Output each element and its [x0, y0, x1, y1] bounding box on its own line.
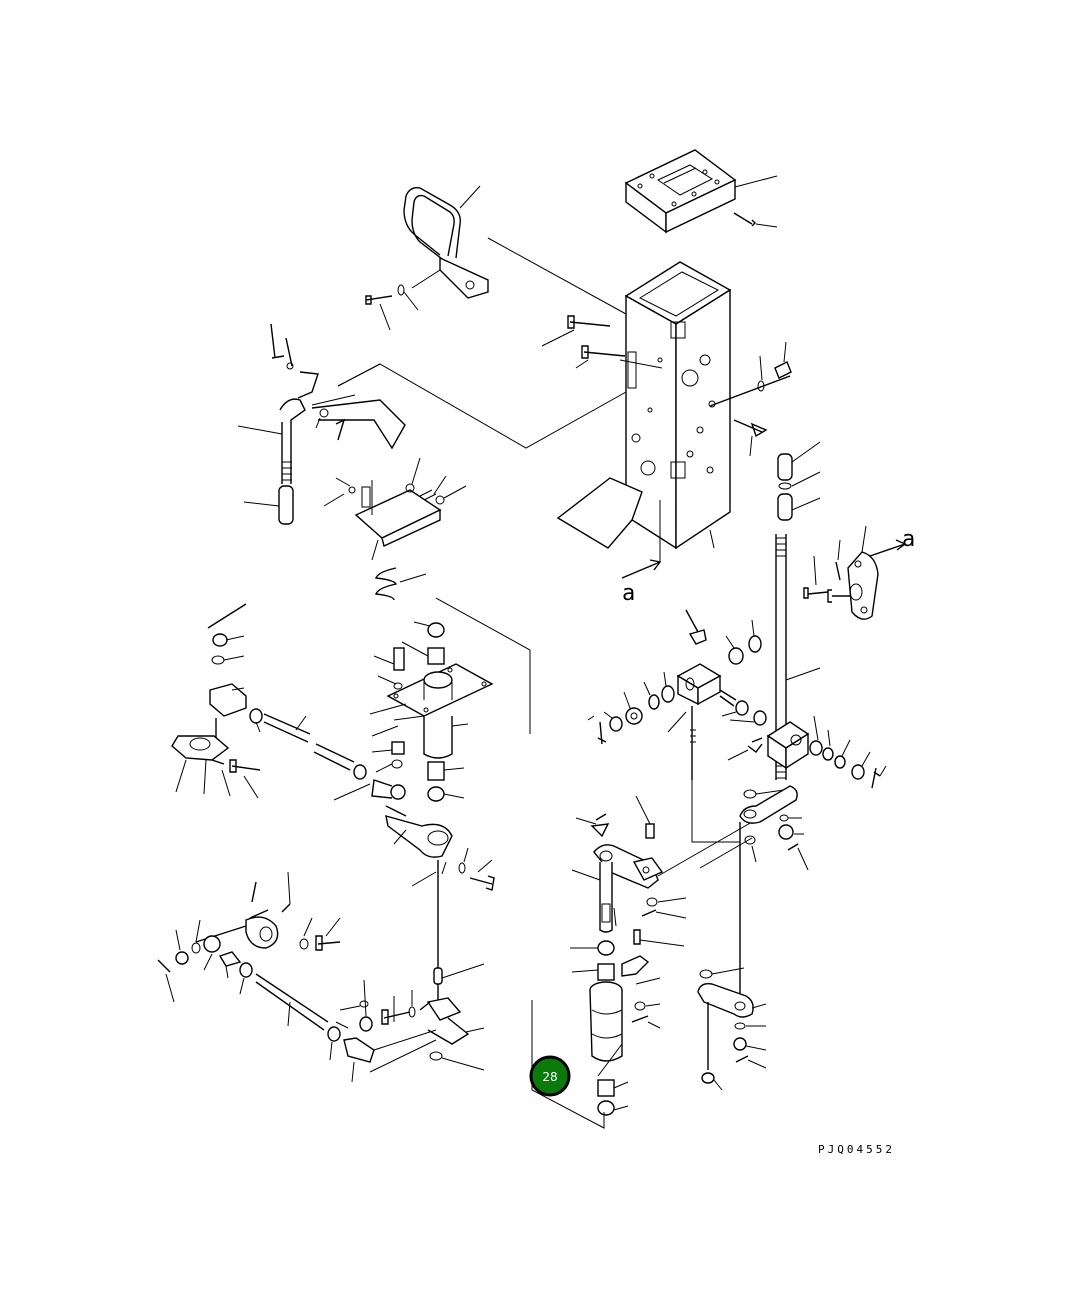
right-link-group: [531, 780, 809, 1091]
callout-28[interactable]: 28: [529, 1055, 571, 1097]
center-plate-group: [333, 597, 531, 802]
lever-assembly: [237, 323, 467, 601]
pivot-block-group: [587, 609, 887, 789]
column-housing: a: [337, 261, 792, 606]
view-label-right: a: [902, 527, 915, 552]
callout-number[interactable]: 28: [542, 1070, 557, 1084]
view-label-left: a: [622, 581, 635, 606]
grab-handle: [365, 185, 627, 331]
callout-circle[interactable]: [529, 1055, 571, 1097]
steering-shaft: a: [766, 441, 915, 780]
lower-arm-shaft: [531, 795, 753, 1129]
control-box-cover: [624, 149, 778, 234]
lower-rod-linkage: [157, 805, 495, 1083]
drawing-code: PJQ04552: [818, 1143, 895, 1156]
upper-rod-linkage: [171, 603, 367, 799]
